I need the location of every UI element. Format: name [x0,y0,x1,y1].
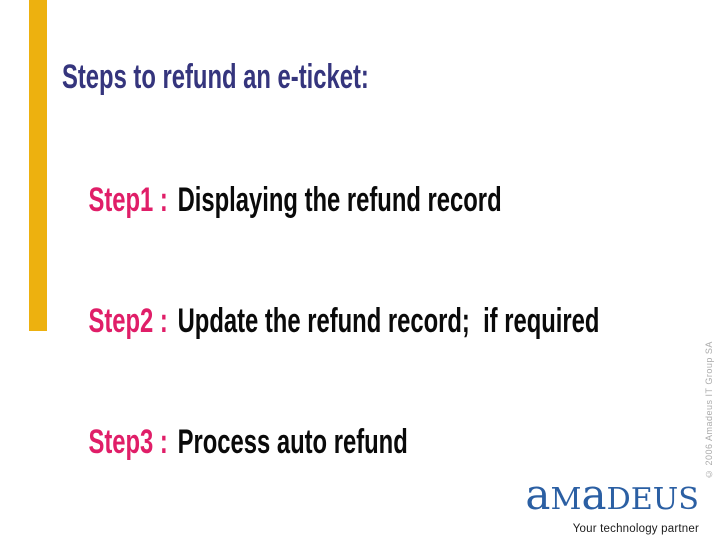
step-1-label: Step1 : [88,181,168,219]
wordmark-letter-a1: a [525,470,551,519]
wordmark-letters-deus: deus [606,482,699,517]
step-3-line: Step3 :Process auto refund [62,379,408,505]
step-1-text: Displaying the refund record [177,181,502,219]
step-2-label: Step2 : [88,302,168,340]
accent-bar [29,0,47,331]
copyright-vertical-text: © 2006 Amadeus IT Group SA [704,341,714,479]
amadeus-logo: amadeus Your technology partner [525,473,699,536]
amadeus-wordmark: amadeus [525,473,699,522]
slide-title: Steps to refund an e-ticket: [62,58,369,96]
step-3-label: Step3 : [88,423,168,461]
step-1-line: Step1 :Displaying the refund record [62,137,502,263]
logo-tagline: Your technology partner [572,523,699,535]
step-2-line: Step2 :Update the refund record; if requ… [62,258,599,384]
step-3-text: Process auto refund [177,423,408,461]
step-2-text: Update the refund record; if required [177,302,600,340]
wordmark-letter-a2: a [581,470,607,519]
wordmark-letter-m: m [550,482,582,517]
